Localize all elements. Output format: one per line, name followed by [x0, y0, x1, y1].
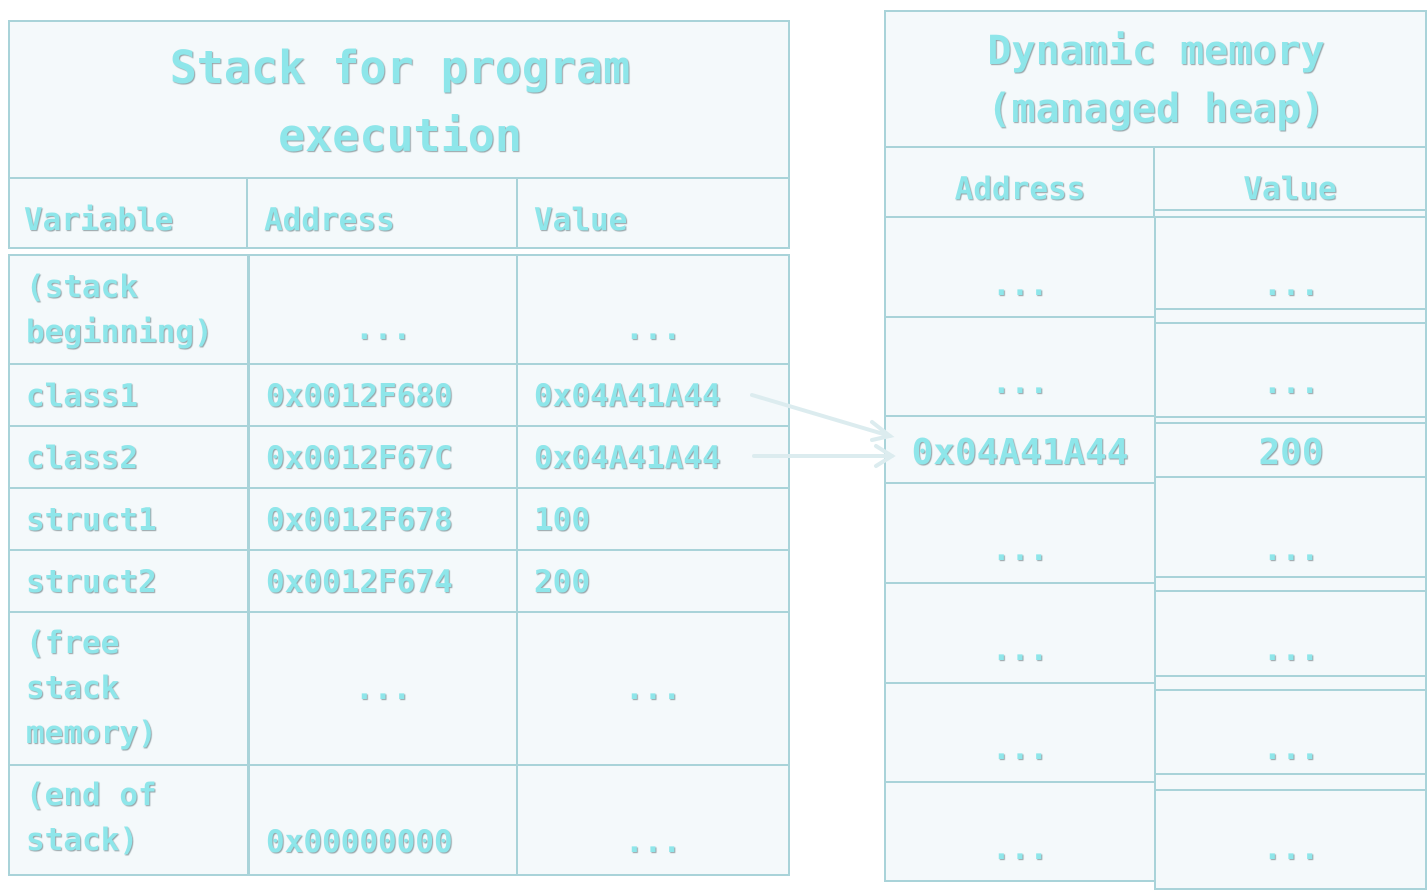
stack-row-value: ... [625, 311, 681, 347]
stack-body [8, 254, 790, 876]
heap-row-address: ... [992, 266, 1048, 303]
stack-col-divider-2 [516, 255, 518, 875]
stack-header-value: Value [534, 202, 628, 238]
stack-row-divider [9, 487, 789, 489]
stack-row-variable: struct2 [26, 563, 157, 600]
heap-value-column [1154, 216, 1427, 890]
stack-row-value: 200 [534, 563, 590, 600]
stack-row-variable: class1 [26, 377, 138, 414]
stack-row-variable: class2 [26, 439, 138, 476]
stack-col-divider-1 [247, 255, 250, 875]
heap-value-divider [1155, 773, 1425, 775]
heap-row-address: ... [992, 730, 1048, 767]
stack-header-divider-2 [516, 178, 518, 248]
stack-header-address: Address [264, 202, 395, 238]
stack-row-address: 0x0012F674 [266, 563, 453, 600]
stack-row-value: ... [625, 824, 681, 860]
heap-value-divider [1155, 416, 1425, 418]
heap-value-divider [1155, 476, 1425, 478]
heap-row-value: ... [1263, 364, 1319, 401]
heap-address-divider [885, 582, 1155, 584]
stack-row-divider [9, 425, 789, 427]
stack-row-address: 0x0012F678 [266, 501, 453, 538]
heap-address-column [884, 216, 1156, 882]
stack-title-box: Stack for program execution [8, 20, 790, 180]
heap-row-address: ... [992, 631, 1048, 668]
heap-row-value: 200 [1258, 431, 1324, 473]
heap-row-value: ... [1263, 266, 1319, 303]
heap-row-address: ... [992, 830, 1048, 867]
stack-row-value: 100 [534, 501, 590, 538]
stack-header-row [8, 177, 790, 249]
stack-row-address: 0x0012F680 [266, 377, 453, 414]
arrow-class1-to-heap [750, 393, 892, 438]
heap-value-divider [1155, 590, 1425, 592]
arrow-class2-head [874, 444, 896, 468]
stack-row-variable: struct1 [26, 501, 157, 538]
heap-value-divider [1155, 689, 1425, 691]
stack-row-address: 0x0012F67C [266, 439, 453, 476]
heap-value-divider [1155, 789, 1425, 791]
stack-title: Stack for program execution [169, 41, 631, 162]
heap-row-address: ... [992, 364, 1048, 401]
heap-row-value: ... [1263, 830, 1319, 867]
heap-value-divider [1155, 576, 1425, 578]
stack-row-value: ... [625, 670, 681, 707]
stack-row-divider [9, 363, 789, 365]
heap-header-address: Address [954, 171, 1086, 207]
heap-row-value: ... [1263, 531, 1319, 568]
heap-header-sub-line [1155, 209, 1425, 211]
heap-value-divider [1155, 675, 1425, 677]
stack-header-divider-1 [246, 178, 248, 248]
stack-row-value: 0x04A41A44 [534, 377, 721, 414]
stack-row-address: ... [355, 670, 411, 707]
heap-value-divider [1155, 322, 1425, 324]
heap-row-address: 0x04A41A44 [911, 431, 1129, 473]
stack-row-value: 0x04A41A44 [534, 439, 721, 476]
heap-address-divider [885, 781, 1155, 783]
heap-address-divider [885, 682, 1155, 684]
stack-row-address: ... [355, 311, 411, 347]
heap-value-divider [1155, 308, 1425, 310]
heap-header-row [884, 146, 1427, 218]
stack-row-variable: (end of stack) [26, 777, 157, 858]
arrow-class1-head [870, 420, 895, 442]
heap-row-value: ... [1263, 730, 1319, 767]
heap-address-divider [885, 415, 1155, 417]
heap-value-divider [1155, 422, 1425, 424]
stack-row-variable: (stack beginning) [26, 269, 213, 350]
stack-header-variable: Variable [24, 202, 174, 238]
heap-header-divider [1153, 147, 1155, 217]
heap-row-value: ... [1263, 631, 1319, 668]
heap-title-box: Dynamic memory (managed heap) [884, 10, 1427, 148]
stack-row-divider [9, 764, 789, 766]
stack-row-divider [9, 549, 789, 551]
heap-header-value: Value [1243, 171, 1337, 207]
heap-title: Dynamic memory (managed heap) [987, 28, 1325, 132]
heap-address-divider [885, 482, 1155, 484]
stack-row-variable: (free stack memory) [26, 624, 157, 751]
stack-row-divider [9, 611, 789, 613]
stack-row-address: 0x00000000 [266, 824, 453, 860]
heap-row-address: ... [992, 531, 1048, 568]
heap-address-divider [885, 316, 1155, 318]
